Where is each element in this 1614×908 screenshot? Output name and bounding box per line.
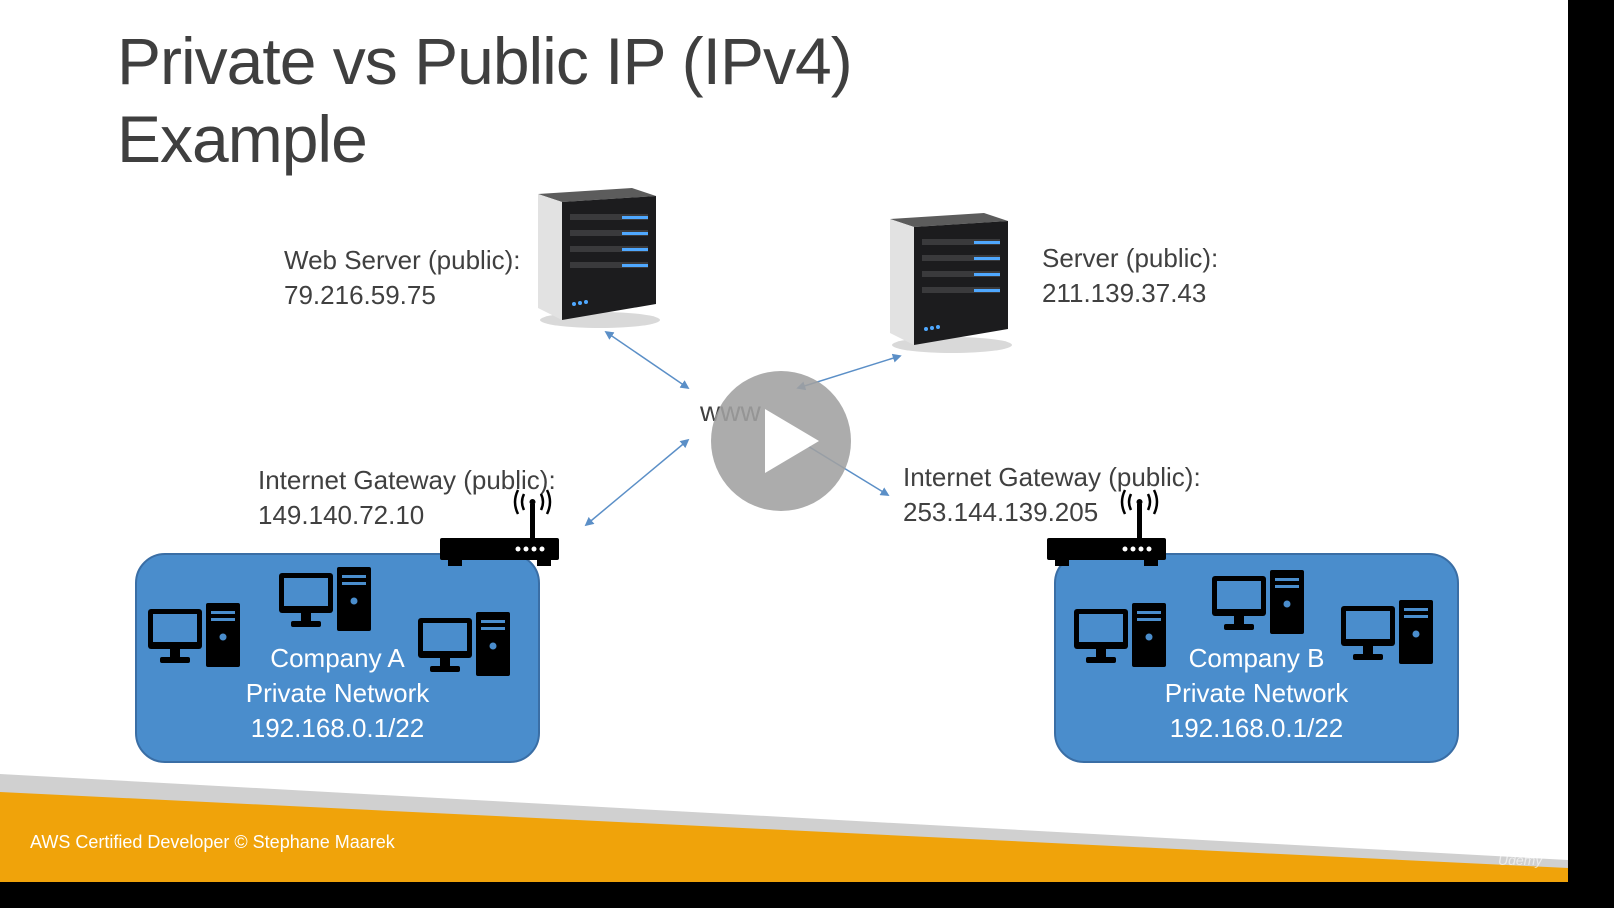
gateway-b-title: Internet Gateway (public): xyxy=(903,462,1201,492)
server-title: Server (public): xyxy=(1042,243,1219,273)
arrow-gateway-a-www xyxy=(584,438,690,527)
gateway-a-label: Internet Gateway (public): 149.140.72.10 xyxy=(258,463,556,533)
play-button[interactable] xyxy=(711,371,851,511)
desktop-computer-icon xyxy=(418,612,510,676)
desktop-computer-icon xyxy=(1341,600,1433,664)
desktop-computer-icon xyxy=(1074,603,1166,667)
play-icon xyxy=(765,409,819,473)
udemy-logo: Udemy xyxy=(1498,852,1543,868)
desktop-computer-icon xyxy=(1212,570,1304,634)
web-server-title: Web Server (public): xyxy=(284,245,521,275)
network-b-type: Private Network xyxy=(1164,678,1349,708)
server-icon xyxy=(890,213,1012,353)
slide: Private vs Public IP (IPv4) Example Web … xyxy=(0,22,1568,882)
network-b-cidr: 192.168.0.1/22 xyxy=(1169,713,1344,743)
web-server-label: Web Server (public): 79.216.59.75 xyxy=(284,243,521,313)
footer-copyright: AWS Certified Developer © Stephane Maare… xyxy=(30,832,395,852)
network-a-type: Private Network xyxy=(245,678,430,708)
router-b-icon xyxy=(1047,489,1166,566)
gateway-b-ip: 253.144.139.205 xyxy=(903,497,1099,527)
network-b-text: Company B Private Network 192.168.0.1/22 xyxy=(1056,641,1457,746)
letterbox-bottom xyxy=(0,882,1614,908)
router-a-icon xyxy=(440,489,559,566)
server-label: Server (public): 211.139.37.43 xyxy=(1042,241,1218,311)
footer-band xyxy=(0,774,1568,882)
gateway-b-label: Internet Gateway (public): 253.144.139.2… xyxy=(903,460,1201,530)
network-b-name: Company B xyxy=(1188,643,1325,673)
title-line-1: Private vs Public IP (IPv4) xyxy=(117,24,853,98)
arrow-webserver-www xyxy=(604,330,690,390)
desktop-computer-icon xyxy=(148,603,240,667)
slide-title: Private vs Public IP (IPv4) Example xyxy=(117,22,853,178)
gateway-a-ip: 149.140.72.10 xyxy=(258,500,425,530)
title-line-2: Example xyxy=(117,102,368,176)
server-ip: 211.139.37.43 xyxy=(1042,278,1207,308)
gateway-a-title: Internet Gateway (public): xyxy=(258,465,556,495)
network-a-name: Company A xyxy=(270,643,405,673)
web-server-ip: 79.216.59.75 xyxy=(284,280,436,310)
network-a-cidr: 192.168.0.1/22 xyxy=(250,713,425,743)
letterbox-right xyxy=(1568,0,1614,908)
network-a-text: Company A Private Network 192.168.0.1/22 xyxy=(137,641,538,746)
desktop-computer-icon xyxy=(279,567,371,631)
web-server-icon xyxy=(538,188,660,328)
